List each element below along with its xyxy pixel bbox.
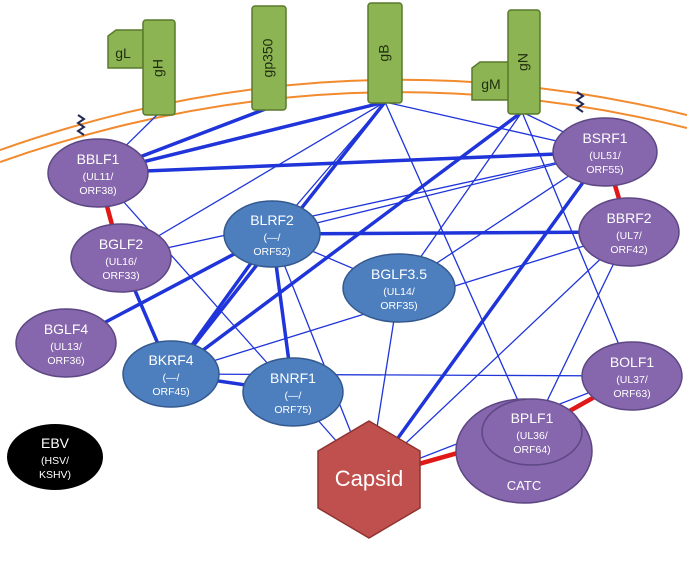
protein-node-BKRF4: BKRF4 (—/ ORF45) [122,340,220,408]
protein-node-BNRF1: BNRF1 (—/ ORF75) [242,357,344,427]
protein-homolog-line2: ORF38) [79,185,116,197]
edge-gN-BKRF4 [169,110,524,376]
protein-node-BBRF2-shape [578,197,680,267]
legend-line1: (HSV/ [41,455,69,467]
catc-label: CATC [507,478,541,493]
protein-node-BGLF2-shape [70,223,172,293]
protein-homolog-line1: (UL13/ [50,341,82,353]
protein-homolog-line1: (UL51/ [589,150,621,162]
protein-node-BGLF35-shape [342,253,456,323]
protein-node-BGLF4: BGLF4 (UL13/ ORF36) [15,308,117,378]
edge-BSRF1-Capsid [367,150,607,480]
glycoprotein-gH-label: gH [150,59,166,77]
protein-name: BGLF3.5 [371,266,427,282]
protein-name: BNRF1 [270,370,316,386]
capsid-label: Capsid [335,466,403,491]
protein-homolog-line2: ORF42) [610,244,647,256]
protein-homolog-line1: (—/ [163,372,180,384]
envelope-inner-line [0,91,687,163]
protein-node-BGLF2: BGLF2 (UL16/ ORF33) [70,223,172,293]
protein-homolog-line2: ORF64) [513,444,550,456]
protein-name: BGLF4 [44,321,89,337]
membrane-anchor-icon-right [575,91,585,113]
protein-node-BSRF1: BSRF1 (UL51/ ORF55) [552,117,658,187]
edge-BBLF1-BNRF1 [97,172,294,393]
edge-BGLF2-BSRF1 [120,151,606,259]
glycoprotein-gM: gM [471,61,511,101]
glycoprotein-gH-shape [142,19,176,116]
protein-homolog-line2: ORF75) [274,404,311,416]
protein-homolog-line2: ORF36) [47,355,84,367]
edge-gB-BGLF2 [120,101,386,259]
protein-homolog-line1: (UL36/ [516,430,548,442]
protein-homolog-line2: ORF55) [586,164,623,176]
protein-name: BBLF1 [77,151,120,167]
edge-BBLF1-BSRF1 [96,150,607,175]
capsid: Capsid [317,420,421,539]
glycoprotein-gp350-label: gp350 [260,38,276,77]
legend-title: EBV [41,435,70,451]
protein-node-BKRF4-shape [122,340,220,408]
legend-key: EBV (HSV/ KSHV) [7,424,103,490]
edge-BBRF2-BPLF1 [531,231,630,433]
edge-BBRF2-Capsid [368,231,630,479]
legend-line2: KSHV) [39,469,71,481]
glycoprotein-gM-label: gM [481,76,500,92]
protein-node-BPLF1: BPLF1 (UL36/ ORF64) [481,398,583,466]
protein-homolog-line1: (UL7/ [616,230,642,242]
edge-gB-BPLF1 [384,101,533,433]
capsid-hexagon-shape [317,420,421,539]
protein-node-BSRF1-shape [552,117,658,187]
viral-envelope [0,78,687,163]
protein-name: BPLF1 [511,410,554,426]
legend-ellipse [7,424,103,490]
protein-name: BLRF2 [250,212,294,228]
glycoprotein-gN: gN [507,9,541,115]
protein-node-BBLF1: BBLF1 (UL11/ ORF38) [47,138,149,208]
glycoprotein-gN-label: gN [515,53,531,71]
protein-node-BGLF4-shape [15,308,117,378]
protein-homolog-line2: ORF63) [613,388,650,400]
protein-homolog-line1: (UL11/ [83,171,114,183]
protein-homolog-line1: (UL16/ [105,256,137,268]
protein-node-BNRF1-shape [242,357,344,427]
glycoprotein-gB-shape [367,2,403,104]
protein-node-BGLF35: BGLF3.5 (UL14/ ORF35) [342,253,456,323]
protein-name: BSRF1 [582,130,627,146]
protein-name: BOLF1 [610,354,655,370]
protein-homolog-line2: ORF45) [152,386,189,398]
glycoprotein-gp350: gp350 [251,5,287,111]
protein-node-BBRF2: BBRF2 (UL7/ ORF42) [578,197,680,267]
edge-BLRF2-BSRF1 [271,151,606,235]
protein-homolog-line1: (—/ [285,390,302,402]
protein-homolog-line2: ORF52) [253,246,290,258]
envelope-outer-line [0,78,687,151]
protein-name: BKRF4 [148,352,193,368]
protein-node-BOLF1: BOLF1 (UL37/ ORF63) [581,341,683,411]
glycoprotein-gB: gB [367,2,403,104]
protein-homolog-line1: (UL14/ [383,286,415,298]
protein-name: BBRF2 [606,210,651,226]
edge-BLRF2-BBRF2 [270,230,631,236]
glycoprotein-gB-label: gB [376,44,392,61]
glycoprotein-gL-label: gL [115,45,131,61]
protein-homolog-line2: ORF33) [102,270,139,282]
protein-homolog-line1: (UL37/ [616,374,648,386]
protein-node-BOLF1-shape [581,341,683,411]
glycoprotein-gp350-shape [251,5,287,111]
glycoprotein-gN-shape [507,9,541,115]
protein-homolog-line2: ORF35) [380,300,417,312]
protein-homolog-line1: (—/ [264,232,281,244]
edge-BKRF4-BOLF1 [170,373,633,377]
protein-node-BLRF2-shape [223,200,321,268]
glycoprotein-gH: gH [142,19,176,116]
protein-name: BGLF2 [99,236,144,252]
protein-node-BLRF2: BLRF2 (—/ ORF52) [223,200,321,268]
protein-node-BPLF1-shape [481,398,583,466]
glycoprotein-gL: gL [107,29,144,69]
membrane-anchor-icon-left [76,114,86,136]
protein-node-BBLF1-shape [47,138,149,208]
